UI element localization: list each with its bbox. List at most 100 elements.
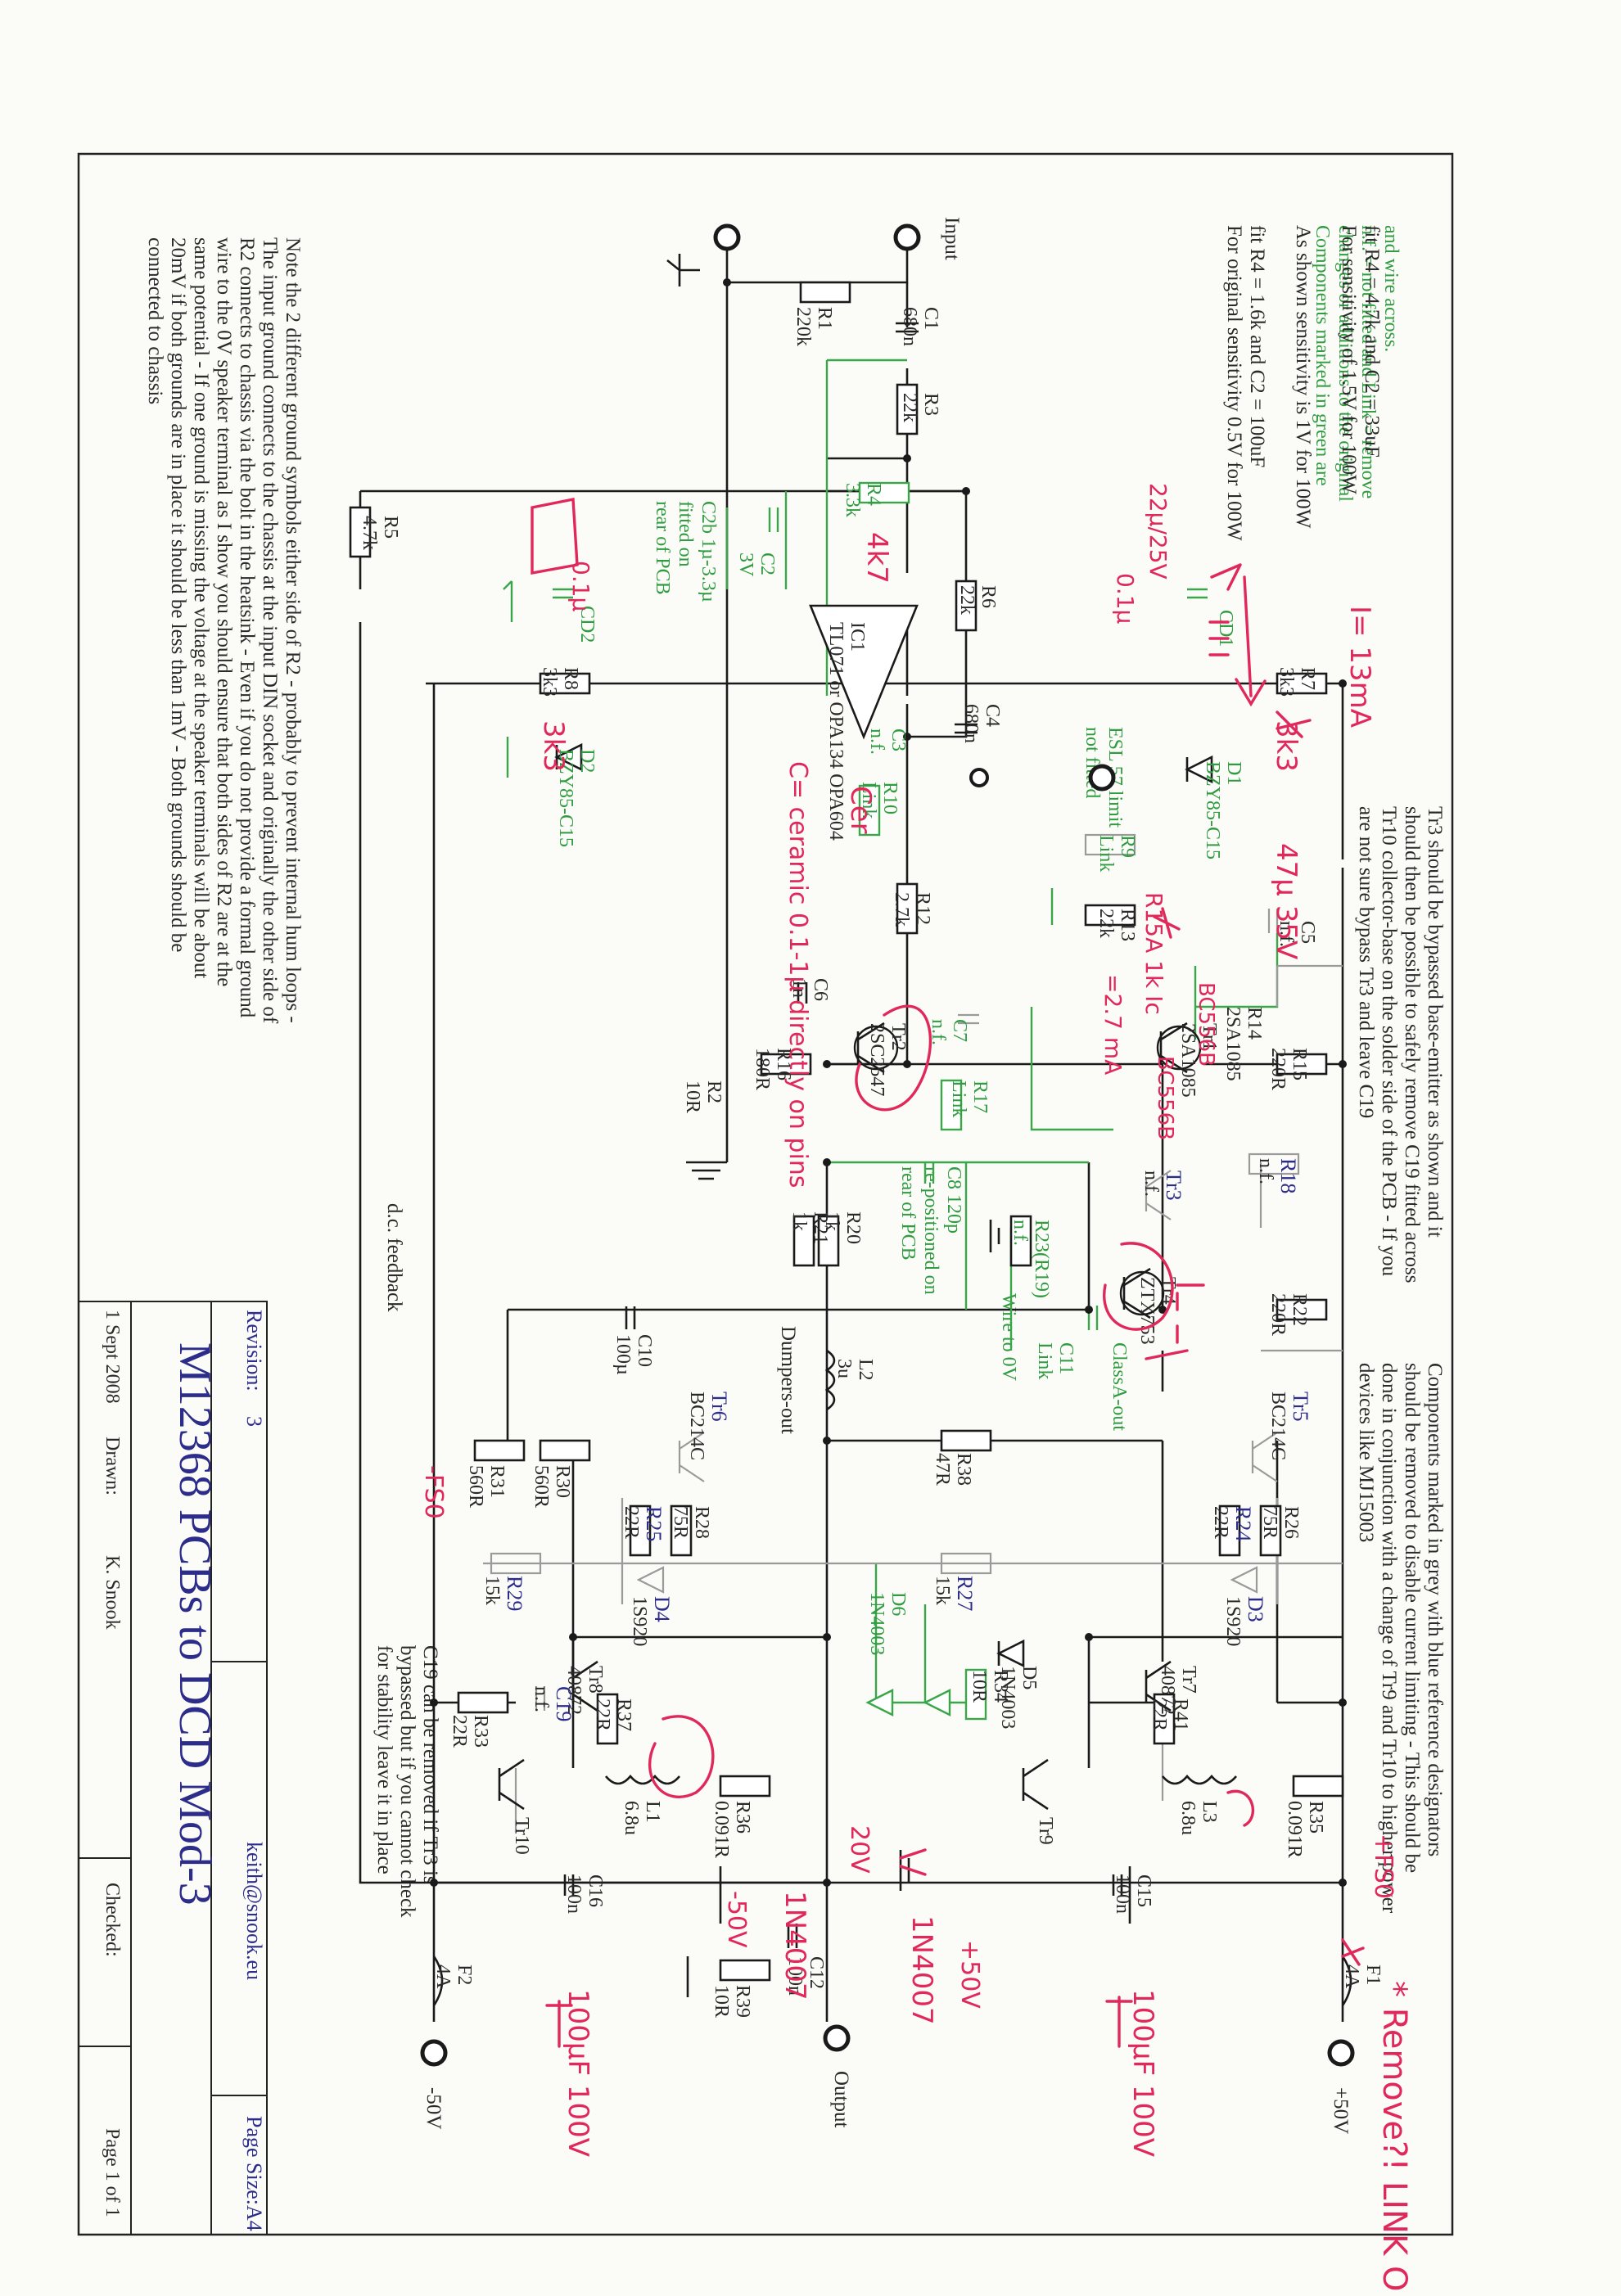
component-value: 2SA1085: [1177, 1023, 1199, 1098]
note-c19: C19 can be removed if Tr3 is bypassed bu…: [373, 1645, 441, 1918]
component-ref: D6: [887, 1592, 909, 1616]
component-value: 100n: [784, 1956, 806, 1996]
component-ref: Tr8: [585, 1666, 606, 1694]
ground-symbols: [503, 254, 1054, 1997]
junction-dots: [430, 278, 1347, 1887]
svg-text:Output: Output: [830, 2071, 852, 2128]
note-grey-components: Components marked in grey with blue refe…: [1355, 1363, 1446, 1914]
svg-text:same potential - If one ground: same potential - If one ground is missin…: [190, 237, 212, 978]
svg-text:changes or additions to the or: changes or additions to the original: [1334, 225, 1356, 502]
title-block: M12368 PCBs to DCD Mod-3 Revision: 3 kei…: [78, 1301, 268, 2235]
svg-text:connected to chassis: connected to chassis: [144, 237, 166, 404]
svg-text:fit R4 = 4.7k and C2 = 33uF: fit R4 = 4.7k and C2 = 33uF: [1361, 225, 1383, 458]
hw-current: I= 13mA: [1343, 606, 1376, 728]
component-value: 10R: [682, 1080, 703, 1113]
component-ref: F2: [454, 1964, 475, 1985]
component-ref: Tr10: [511, 1817, 532, 1855]
note-c8: C8 120p re-positioned on rear of PCB: [897, 1166, 964, 1295]
component-value: 40872: [563, 1666, 585, 1715]
component-value: 15k: [932, 1576, 953, 1605]
component-ref: R29: [503, 1576, 526, 1611]
svg-text:fitted on: fitted on: [675, 501, 696, 567]
svg-text:rear of PCB: rear of PCB: [652, 501, 673, 595]
component-value: 22R: [621, 1506, 642, 1539]
capacitors: [535, 322, 1279, 1948]
svg-text:20mV if both grounds are in pl: 20mV if both grounds are in place it sho…: [167, 237, 189, 952]
svg-text:+50V: +50V: [1330, 2087, 1352, 2134]
component-ref: R33: [470, 1715, 491, 1748]
hw-bc-note-b: BC556B: [1153, 1056, 1177, 1140]
component-ref: C3: [887, 728, 909, 751]
component-ref: C19: [552, 1686, 576, 1721]
svg-text:for stability leave it in plac: for stability leave it in place: [373, 1645, 395, 1874]
component-ref: C5: [1297, 921, 1318, 944]
component-value: n.f.: [1276, 921, 1297, 947]
diodes: [554, 742, 1258, 1716]
component-value: 75R: [1259, 1506, 1280, 1539]
component-value: n.f.: [1255, 1158, 1276, 1184]
component-value: 22R: [1210, 1506, 1231, 1539]
svg-text:and wire across.: and wire across.: [1380, 225, 1402, 352]
component-value: 560R: [465, 1465, 486, 1508]
component-value: 22R: [1149, 1698, 1170, 1731]
svg-text:should then be possible to saf: should then be possible to safely remove…: [1401, 806, 1423, 1283]
component-value: 10R: [969, 1670, 990, 1703]
hw-diode-a: 1N4007: [905, 1915, 938, 2025]
component-value: 15k: [481, 1576, 503, 1605]
component-ref: R4: [863, 483, 884, 506]
component-label-r5: R54.7k: [359, 516, 401, 550]
component-value: 3V: [735, 553, 756, 577]
component-ref: R13: [1117, 909, 1138, 941]
component-ref: R26: [1280, 1506, 1302, 1539]
component-value: 680n: [960, 704, 982, 743]
drawn-label: Drawn:: [102, 1437, 123, 1495]
component-value: 2.7k: [891, 892, 912, 927]
component-ref: R28: [691, 1506, 712, 1539]
component-value: 0.091R: [711, 1801, 732, 1858]
page-number: Page 1 of 1: [102, 2128, 123, 2217]
svg-text:Components marked in grey with: Components marked in grey with blue refe…: [1424, 1363, 1446, 1856]
terminal-input-ground: [713, 223, 741, 251]
component-ref: Tr9: [1035, 1817, 1056, 1845]
hw-fs-a: +FS0: [1369, 1834, 1397, 1899]
opamp-ic1: [809, 604, 919, 740]
svg-text:C8 120p: C8 120p: [943, 1166, 964, 1234]
handwritten-annotations: I= 13mA 47µ 35V C= ceramic 0.1-1µ direct…: [419, 483, 1413, 2296]
hw-v-pos: +50V: [955, 1940, 984, 2009]
hw-cd-val: 0.1µ: [567, 561, 594, 612]
component-ref: Tr3: [1162, 1171, 1185, 1201]
component-value: 680n: [899, 307, 920, 346]
component-ref: D3: [1244, 1596, 1267, 1622]
component-value: 3.3k: [842, 483, 863, 517]
component-ref: R36: [732, 1801, 753, 1834]
component-value: 47R: [932, 1453, 953, 1486]
component-ref: R41: [1170, 1698, 1191, 1731]
component-ref: R5: [380, 516, 401, 539]
svg-text:done in conjunction with a cha: done in conjunction with a change of Tr9…: [1378, 1363, 1400, 1914]
component-value: 22R: [449, 1715, 470, 1748]
hw-remove: * Remove?! LINK OUT: [1375, 1981, 1413, 2292]
component-value: 2SC2547: [866, 1023, 887, 1096]
component-ref: D2: [576, 749, 598, 773]
component-value: 4.7k: [359, 516, 380, 550]
terminal-neg-50v: -50V: [420, 2039, 448, 2129]
component-value: 1S920: [1222, 1596, 1244, 1646]
